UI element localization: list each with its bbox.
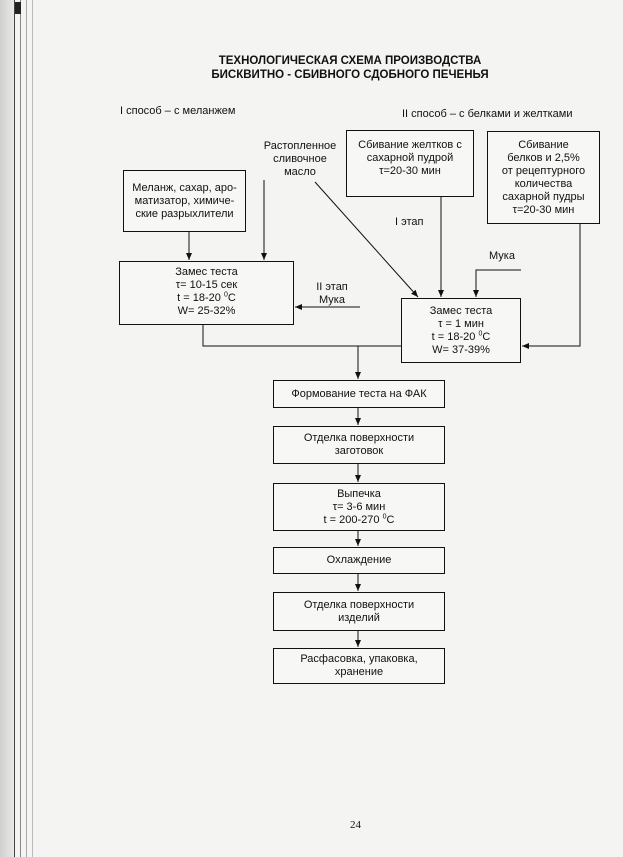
scan-binding-line bbox=[14, 0, 15, 857]
scan-binding-shadow bbox=[0, 0, 14, 857]
scan-binding-line bbox=[26, 0, 27, 857]
diagram-title: ТЕХНОЛОГИЧЕСКАЯ СХЕМА ПРОИЗВОДСТВА БИСКВ… bbox=[200, 54, 500, 82]
forming-box: Формование теста на ФАК bbox=[273, 380, 445, 408]
scan-binding-line bbox=[20, 0, 21, 857]
diagram-title-line2: БИСКВИТНО - СБИВНОГО СДОБНОГО ПЕЧЕНЬЯ bbox=[211, 69, 489, 81]
arrow-butter-to-mix2 bbox=[314, 181, 419, 298]
arrow-flour-to-mix2 bbox=[473, 269, 521, 297]
yolk-whipping-box: Сбивание желтков с сахарной пудрой τ=20-… bbox=[346, 130, 474, 197]
method1-label: I способ – с меланжем bbox=[120, 105, 236, 117]
scan-corner-mark bbox=[15, 2, 21, 14]
stage2-label: II этап Мука bbox=[316, 281, 348, 306]
mixing-box-method1: Замес теста τ= 10-15 сек t = 18-20 0С W=… bbox=[119, 261, 294, 325]
page-number: 24 bbox=[350, 819, 361, 831]
butter-label: Растопленное сливочное масло bbox=[263, 140, 337, 178]
method2-label: II способ – с белками и желтками bbox=[402, 108, 573, 120]
mixing-box-method2: Замес теста τ = 1 мин t = 18-20 0С W= 37… bbox=[401, 298, 521, 363]
scan-binding-line bbox=[32, 0, 33, 857]
ingredients-box: Меланж, сахар, аро- матизатор, химиче- с… bbox=[123, 170, 246, 232]
surface-finish-blanks-box: Отделка поверхности заготовок bbox=[273, 426, 445, 464]
connector-mix1-out bbox=[202, 325, 401, 347]
surface-finish-products-box: Отделка поверхности изделий bbox=[273, 592, 445, 631]
white-whipping-box: Сбивание белков и 2,5% от рецептурного к… bbox=[487, 131, 600, 224]
baking-box: Выпечка τ= 3-6 мин t = 200-270 0С bbox=[273, 483, 445, 531]
stage1-label: I этап bbox=[395, 216, 424, 228]
packing-box: Расфасовка, упаковка, хранение bbox=[273, 648, 445, 684]
diagram-title-line1: ТЕХНОЛОГИЧЕСКАЯ СХЕМА ПРОИЗВОДСТВА bbox=[218, 55, 482, 67]
arrow-white-to-mix2 bbox=[522, 224, 581, 349]
cooling-box: Охлаждение bbox=[273, 547, 445, 574]
flour-label: Мука bbox=[489, 250, 515, 262]
